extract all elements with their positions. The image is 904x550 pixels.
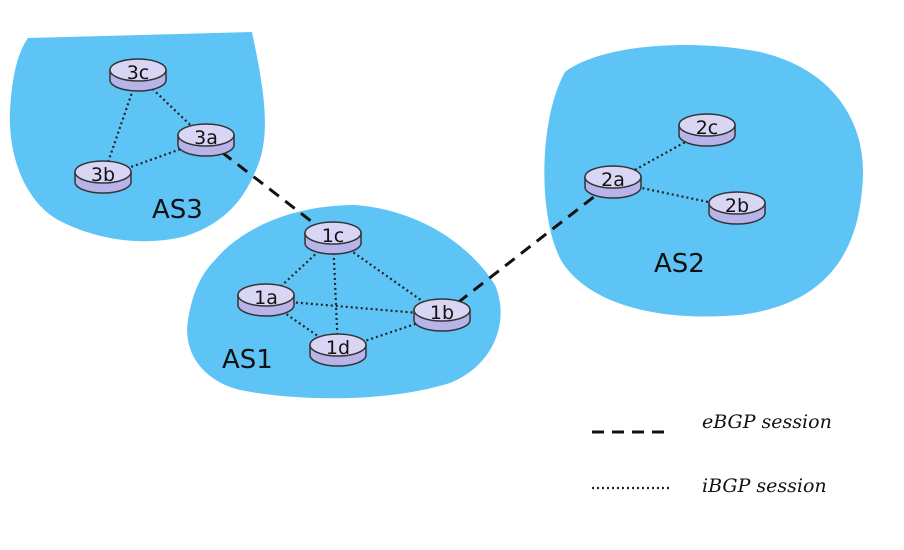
router-label-2b: 2b — [725, 195, 749, 217]
router-label-2a: 2a — [601, 169, 625, 191]
router-top-icon — [413, 298, 471, 322]
legend: eBGP session iBGP session — [592, 411, 832, 497]
ebgp-session-3a-1c — [205, 138, 334, 240]
router-top-icon — [304, 221, 362, 245]
router-label-1c: 1c — [322, 225, 345, 247]
as2-cloud — [544, 44, 864, 317]
as3-label: AS3 — [152, 195, 203, 225]
router-1b: 1b — [413, 298, 471, 332]
router-top-icon — [177, 123, 235, 147]
router-2b: 2b — [708, 191, 766, 225]
router-3c: 3c — [109, 58, 167, 92]
routers: 3c 3a 3b 1c 1a 1b 1d 2c 2a 2b — [74, 58, 766, 367]
as3-cloud — [9, 32, 265, 242]
router-label-1a: 1a — [254, 287, 278, 309]
router-3b: 3b — [74, 160, 132, 194]
router-1d: 1d — [309, 333, 367, 367]
router-3a: 3a — [177, 123, 235, 157]
router-label-1d: 1d — [326, 337, 350, 359]
router-1a: 1a — [237, 283, 295, 317]
router-label-3b: 3b — [91, 164, 115, 186]
router-top-icon — [74, 160, 132, 184]
router-top-icon — [584, 165, 642, 189]
router-top-icon — [237, 283, 295, 307]
router-1c: 1c — [304, 221, 362, 255]
router-top-icon — [708, 191, 766, 215]
legend-ebgp-label: eBGP session — [702, 411, 832, 433]
ibgp-session-1c-1d — [331, 237, 340, 351]
as1-cloud — [187, 205, 501, 399]
router-top-icon — [678, 113, 736, 137]
router-top-icon — [309, 333, 367, 357]
router-2a: 2a — [584, 165, 642, 199]
router-label-2c: 2c — [696, 117, 719, 139]
ebgp-session-1b-2a — [441, 180, 614, 317]
legend-ibgp-label: iBGP session — [702, 475, 827, 497]
as1-label: AS1 — [222, 345, 273, 375]
router-label-3a: 3a — [194, 127, 218, 149]
router-top-icon — [109, 58, 167, 82]
router-label-3c: 3c — [127, 62, 150, 84]
as2-label: AS2 — [654, 249, 705, 279]
router-label-1b: 1b — [430, 302, 454, 324]
router-2c: 2c — [678, 113, 736, 147]
